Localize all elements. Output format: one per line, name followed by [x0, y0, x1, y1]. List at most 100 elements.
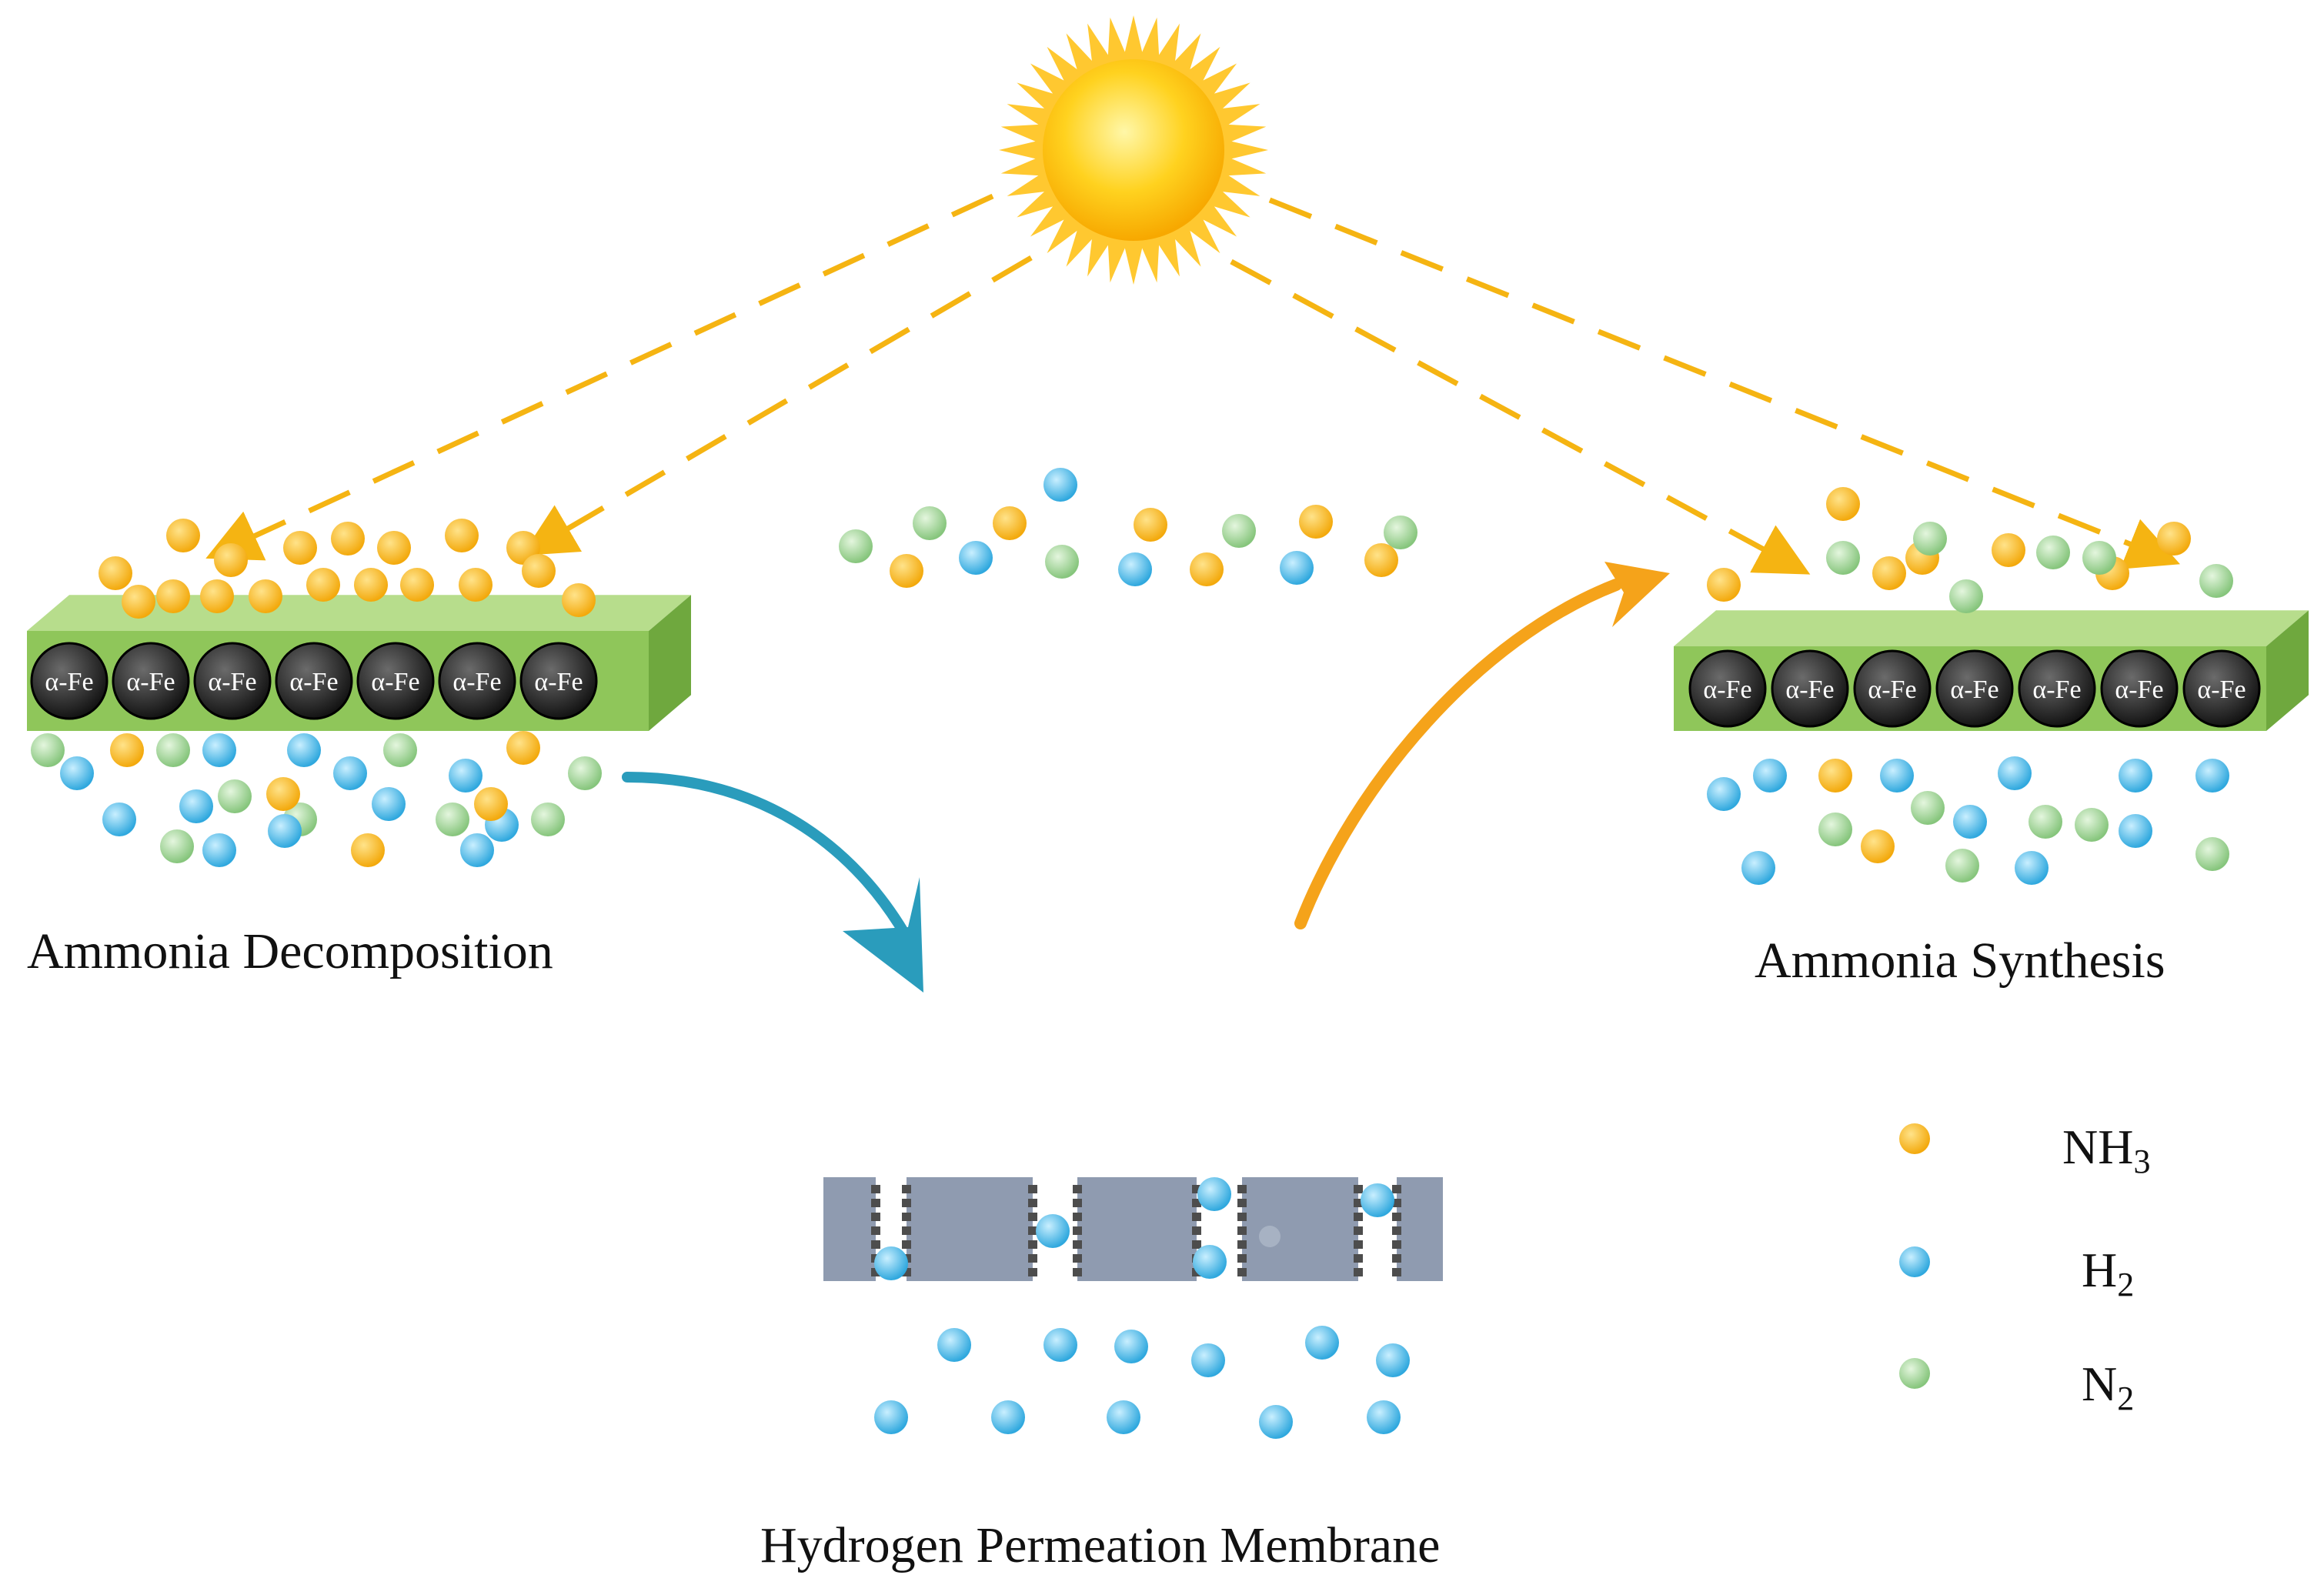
membrane-body — [823, 1177, 1443, 1281]
h2-molecule — [202, 833, 236, 867]
pore-wall-bead — [1028, 1199, 1037, 1207]
h2-molecule — [1043, 1328, 1077, 1362]
h2-molecule — [991, 1400, 1025, 1434]
pore-wall-bead — [1073, 1213, 1082, 1221]
n2-molecule — [1384, 516, 1417, 549]
nh3-molecule — [400, 568, 434, 602]
alpha-fe-atom-icon: α-Fe — [1771, 649, 1849, 728]
pore-wall-bead — [1028, 1240, 1037, 1249]
h2-molecule — [333, 756, 367, 790]
h2-molecule — [2015, 851, 2049, 885]
legend: NH3 H2 N2 — [1899, 1120, 2150, 1417]
alpha-fe-atom-icon: α-Fe — [193, 642, 272, 720]
n2-molecule — [436, 803, 469, 836]
pore-wall-bead — [1073, 1268, 1082, 1276]
alpha-fe-atom-icon: α-Fe — [2182, 649, 2261, 728]
label-ammonia-synthesis: Ammonia Synthesis — [1755, 933, 2165, 989]
pore-wall-bead — [871, 1268, 880, 1276]
alpha-fe-atom-icon: α-Fe — [356, 642, 435, 720]
pore-wall-bead — [1392, 1226, 1401, 1235]
nh3-molecule — [1872, 556, 1906, 590]
h2-molecule — [460, 833, 494, 867]
legend-swatch-h2 — [1899, 1246, 1930, 1277]
legend-label-nh3: NH3 — [2062, 1120, 2150, 1180]
h2-molecule — [1036, 1214, 1070, 1248]
alpha-fe-atom-icon: α-Fe — [519, 642, 598, 720]
h2-molecule — [2119, 759, 2152, 792]
h2-molecule — [874, 1400, 908, 1434]
h2-molecule — [1741, 851, 1775, 885]
n2-molecule — [1045, 545, 1079, 579]
pore-wall-bead — [1354, 1226, 1363, 1235]
h2-molecule — [1280, 551, 1314, 585]
h2-molecule — [60, 756, 94, 790]
n2-molecule — [2075, 808, 2109, 842]
alpha-fe-label: α-Fe — [452, 668, 501, 696]
legend-label-n2: N2 — [2082, 1356, 2134, 1417]
h2-molecule — [937, 1328, 971, 1362]
legend-swatch-nh3 — [1899, 1123, 1930, 1154]
h2-molecule — [102, 803, 136, 836]
h2-molecule — [1376, 1343, 1410, 1377]
pore-wall-bead — [1392, 1199, 1401, 1207]
h2-molecule — [1193, 1245, 1227, 1279]
pore-wall-bead — [1192, 1240, 1201, 1249]
nh3-molecule — [993, 506, 1027, 540]
n2-molecule — [1911, 791, 1945, 825]
pore-wall-bead — [902, 1213, 911, 1221]
pore-wall-bead — [902, 1268, 911, 1276]
n2-molecule — [160, 829, 194, 863]
h2-molecule — [1998, 756, 2032, 790]
pore-wall-bead — [1392, 1213, 1401, 1221]
pore-wall-bead — [1028, 1213, 1037, 1221]
h2-molecule — [372, 787, 406, 821]
nh3-molecule — [474, 787, 508, 821]
alpha-fe-atom-icon: α-Fe — [112, 642, 190, 720]
pore-wall-bead — [1392, 1240, 1401, 1249]
nh3-molecule — [1134, 508, 1167, 542]
h2-molecule — [1118, 552, 1152, 586]
alpha-fe-label: α-Fe — [289, 668, 338, 696]
n2-molecule — [1945, 849, 1979, 883]
alpha-fe-atom-icon: α-Fe — [1935, 649, 2014, 728]
membrane-defect — [1259, 1226, 1281, 1247]
ray-right-inner — [1230, 259, 1811, 575]
nh3-molecule — [122, 585, 155, 619]
pore-wall-bead — [1392, 1268, 1401, 1276]
alpha-fe-label: α-Fe — [1950, 676, 1998, 704]
pore-wall-bead — [1073, 1240, 1082, 1249]
h2-molecule — [2119, 814, 2152, 848]
h2-molecule — [1107, 1400, 1140, 1434]
pore-wall-bead — [902, 1240, 911, 1249]
legend-swatch-n2 — [1899, 1358, 1930, 1389]
pore-wall-bead — [1354, 1254, 1363, 1263]
nh3-molecule — [1190, 552, 1224, 586]
n2-molecule — [218, 779, 252, 813]
catalyst-bar-right-side-face — [2266, 610, 2309, 731]
n2-molecule — [531, 803, 565, 836]
n2-molecule — [156, 733, 190, 767]
pore-wall-bead — [871, 1240, 880, 1249]
pore-wall-bead — [1192, 1213, 1201, 1221]
h2-molecule — [1197, 1177, 1231, 1211]
pore-wall-bead — [1073, 1185, 1082, 1193]
alpha-fe-atom-icon: α-Fe — [1853, 649, 1932, 728]
pore-wall-bead — [1392, 1185, 1401, 1193]
alpha-fe-label: α-Fe — [1785, 676, 1834, 704]
h2-molecule — [287, 733, 321, 767]
pore-wall-bead — [1354, 1213, 1363, 1221]
n2-molecule — [2199, 564, 2233, 598]
nh3-molecule — [306, 568, 340, 602]
n2-molecule — [2195, 837, 2229, 871]
pore-wall-bead — [1028, 1185, 1037, 1193]
nh3-molecule — [1818, 759, 1852, 792]
nh3-molecule — [562, 583, 596, 617]
alpha-fe-label: α-Fe — [208, 668, 256, 696]
h2-molecule — [959, 541, 993, 575]
nh3-molecule — [1299, 505, 1333, 539]
nh3-molecule — [1826, 487, 1860, 521]
nh3-molecule — [506, 731, 540, 765]
h2-molecule — [1880, 759, 1914, 792]
pore-wall-bead — [1237, 1185, 1247, 1193]
